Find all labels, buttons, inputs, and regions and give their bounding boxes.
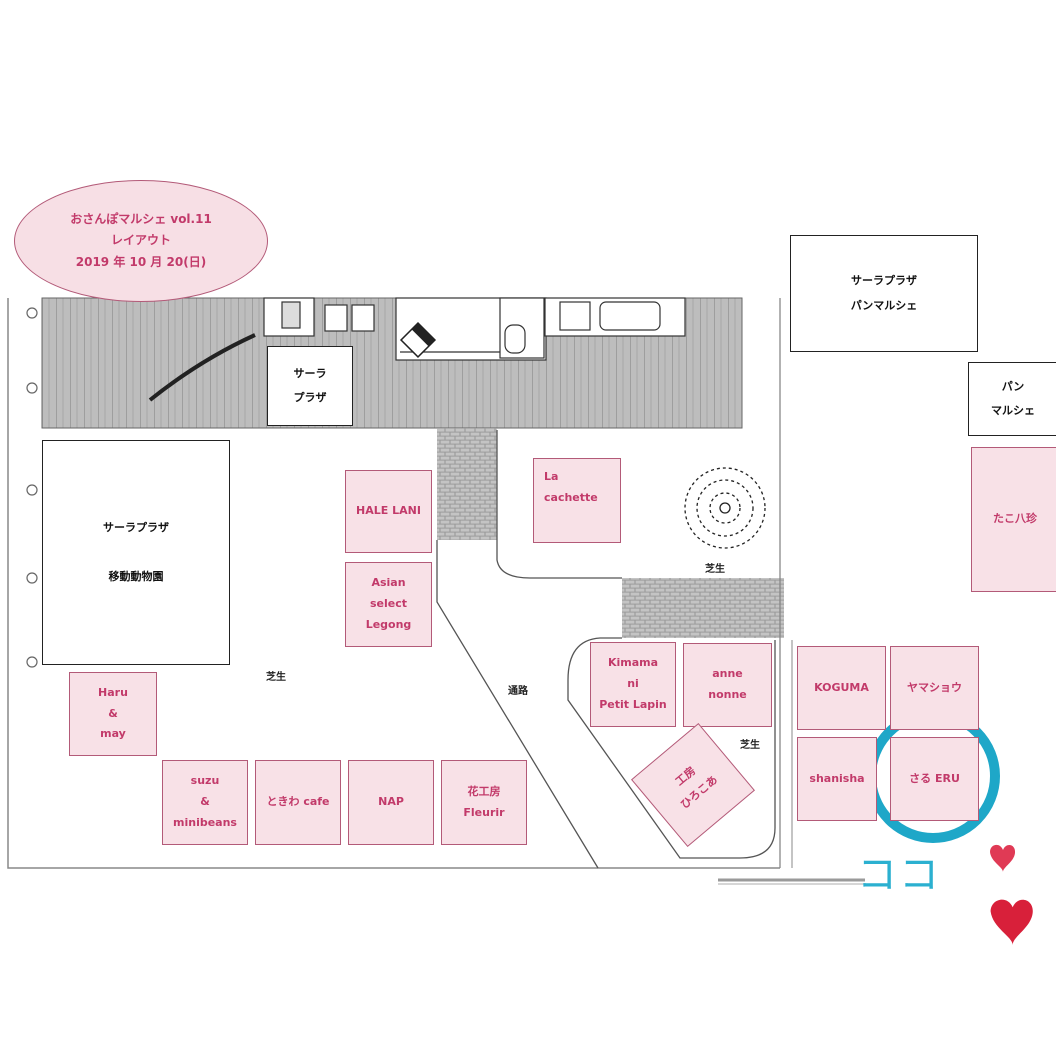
lawn-label-left: 芝生 [266, 672, 286, 683]
sara-plaza-zoo-area: サーラプラザ 移動動物園 [42, 440, 230, 665]
tree-icon [684, 467, 766, 549]
path-left-edge [436, 540, 599, 869]
booth-takohachichin: たこ八珍 [971, 447, 1056, 592]
booth-nap: NAP [348, 760, 434, 845]
event-title-oval: おさんぽマルシェ vol.11 レイアウト 2019 年 10 月 20(日) [14, 180, 268, 302]
layout-label: レイアウト [110, 233, 171, 248]
heart-icon [990, 844, 1033, 945]
booth-tokiwa-cafe: ときわ cafe [255, 760, 341, 845]
booth-anne-nonne: anne nonne [683, 643, 772, 727]
brick-walk-top [437, 428, 497, 540]
event-title: おさんぽマルシェ vol.11 [70, 211, 212, 226]
booth-yamashou: ヤマショウ [890, 646, 979, 730]
sara-plaza-building: サーラ プラザ [267, 346, 353, 426]
path-right-edge [496, 540, 622, 579]
booth-kimama: Kimama ni Petit Lapin [590, 642, 676, 727]
building-fixtures [263, 297, 686, 361]
booth-la-cachette: La cachette [533, 458, 621, 543]
booth-hale-lani: HALE LANI [345, 470, 432, 553]
bread-market-area: パン マルシェ [968, 362, 1056, 436]
booth-shanisha: shanisha [797, 737, 877, 821]
event-date: 2019 年 10 月 20(日) [75, 254, 207, 269]
boundary-markers [26, 307, 38, 668]
brick-walk-mid [622, 578, 784, 638]
lawn-label-right: 芝生 [740, 740, 760, 751]
sara-plaza-bread-area: サーラプラザ パンマルシェ [790, 235, 978, 352]
booth-asian-select: Asian select Legong [345, 562, 432, 647]
deck-curve [148, 333, 256, 402]
booth-hanakobo: 花工房 Fleurir [441, 760, 527, 845]
highlight-label: ココ [857, 852, 941, 898]
diamond-fixture [399, 321, 437, 359]
lawn-island [567, 637, 776, 859]
lawn-label-top: 芝生 [705, 564, 725, 575]
path-label: 通路 [508, 686, 528, 697]
booth-koguma: KOGUMA [797, 646, 886, 730]
booth-suzu-minibeans: suzu & minibeans [162, 760, 248, 845]
site-boundary [7, 298, 780, 869]
booth-saru-eru: さる ERU [890, 737, 979, 821]
booth-haru-may: Haru & may [69, 672, 157, 756]
